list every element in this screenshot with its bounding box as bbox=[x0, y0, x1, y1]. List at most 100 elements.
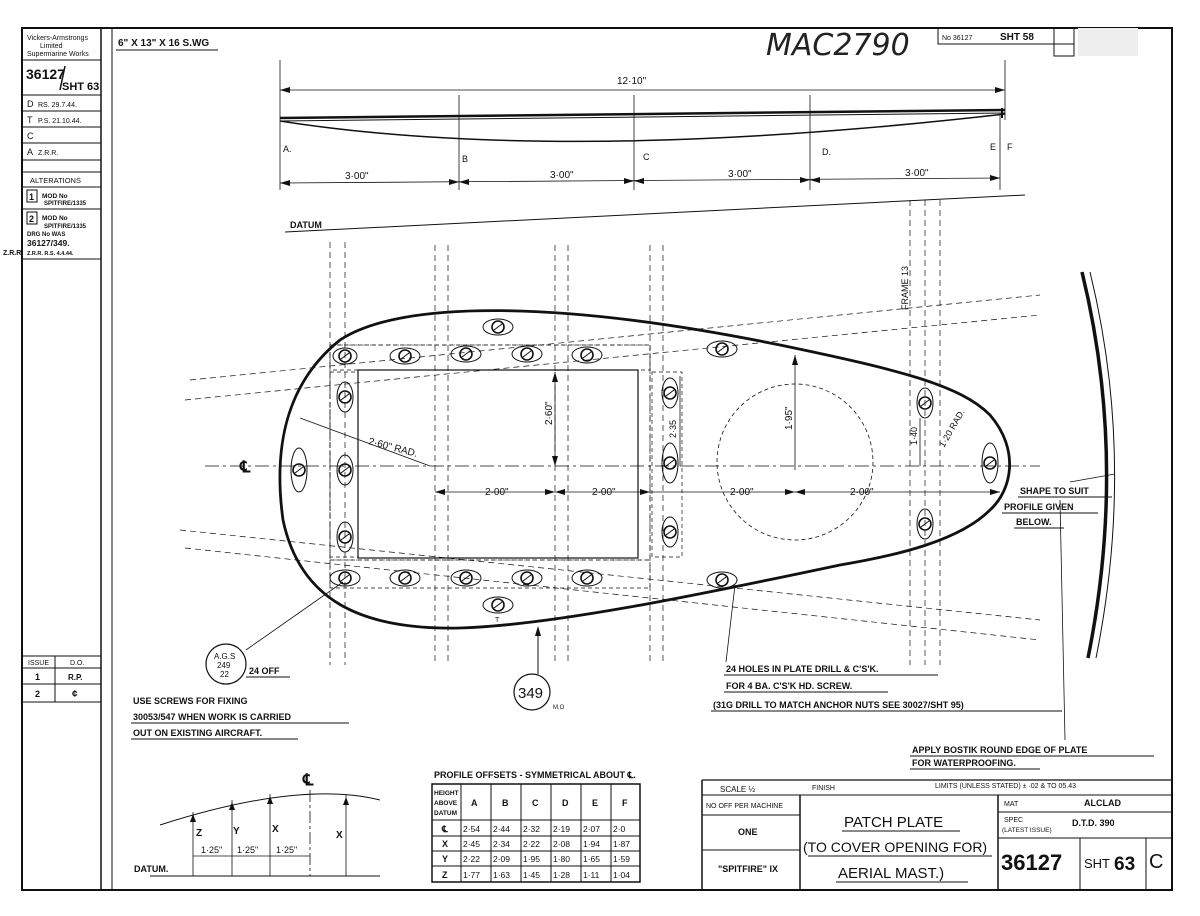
dim-rad-large: 2·60" RAD. bbox=[367, 436, 418, 460]
section-centerline-mark: ℄ bbox=[302, 772, 314, 789]
spacing-ab: 3·00" bbox=[345, 171, 369, 182]
tb-aircraft: "SPITFIRE" IX bbox=[718, 864, 778, 874]
tb-finish: FINISH bbox=[812, 785, 835, 792]
offsets-cell: 1·63 bbox=[493, 870, 510, 880]
section-datum: DATUM. bbox=[134, 864, 168, 874]
offsets-col-c: C bbox=[532, 798, 539, 808]
tb-spec: D.T.D. 390 bbox=[1072, 818, 1115, 828]
section-dim-1: 1·25" bbox=[201, 845, 222, 855]
offsets-cell: 1·95 bbox=[523, 854, 540, 864]
offsets-cell: 1·59 bbox=[613, 854, 630, 864]
offsets-cell: 2·45 bbox=[463, 839, 480, 849]
offsets-cell: 2·07 bbox=[583, 824, 600, 834]
dim-w1: 2·00" bbox=[485, 487, 509, 498]
spacing-bc: 3·00" bbox=[550, 170, 574, 181]
station-c: C bbox=[643, 152, 650, 162]
offsets-table: PROFILE OFFSETS - SYMMETRICAL ABOUT ℄. H… bbox=[431, 770, 641, 883]
company-line-2: Limited bbox=[40, 43, 63, 50]
alterations-title: ALTERATIONS bbox=[30, 176, 81, 185]
offsets-col-a: A bbox=[471, 798, 478, 808]
plan-view: DATUM FRAME 13 ℄ bbox=[179, 194, 1041, 711]
dim-h2: 2·35 bbox=[668, 420, 678, 438]
note-holes-1: 24 HOLES IN PLATE DRILL & C'S'K. bbox=[726, 664, 878, 674]
alteration-1-line-1: MOD No bbox=[42, 193, 68, 200]
alteration-2-line-1: MOD No bbox=[42, 215, 68, 222]
alteration-2-line-2: SPITFIRE/1335 bbox=[44, 224, 87, 230]
alteration-1-line-2: SPITFIRE/1335 bbox=[44, 201, 87, 207]
part-349-number: 349 bbox=[518, 685, 543, 702]
note-shape-2: PROFILE GIVEN bbox=[1004, 502, 1074, 512]
note-holes-3: (31G DRILL TO MATCH ANCHOR NUTS SEE 3002… bbox=[713, 700, 964, 710]
alteration-1-num: 1 bbox=[29, 192, 34, 202]
offsets-row-label: X bbox=[442, 839, 448, 849]
note-bostik-1: APPLY BOSTIK ROUND EDGE OF PLATE bbox=[912, 745, 1087, 755]
title-block: SCALE ½ FINISH LIMITS (UNLESS STATED) ± … bbox=[701, 779, 1172, 890]
sidebar-row-a-value: Z.R.R. bbox=[38, 150, 58, 157]
margin-initials: Z.R.R bbox=[3, 250, 21, 257]
dim-rad-small: 1·20 RAD. bbox=[937, 408, 967, 449]
offsets-col-d: D bbox=[562, 798, 569, 808]
offsets-cell: 2·44 bbox=[493, 824, 510, 834]
section-label-z: Z bbox=[196, 828, 202, 839]
sidebar: Vickers-Armstrongs Limited Supermarine W… bbox=[3, 35, 101, 703]
dim-w2: 2·00" bbox=[592, 487, 616, 498]
issue-row-2-by: ¢ bbox=[72, 689, 78, 700]
ags-line-2: 249 bbox=[217, 661, 231, 670]
sidebar-drawing-no: 36127 bbox=[26, 66, 65, 82]
tb-scale: SCALE ½ bbox=[720, 785, 755, 794]
company-line-1: Vickers-Armstrongs bbox=[27, 35, 88, 42]
dim-h4: 1·40 bbox=[909, 427, 919, 445]
offsets-cell: 2·19 bbox=[553, 824, 570, 834]
tb-sheet-label: SHT bbox=[1084, 856, 1110, 871]
issue-row-1-by: R.P. bbox=[68, 673, 83, 682]
offsets-col-b: B bbox=[502, 798, 509, 808]
offsets-corner-3: DATUM bbox=[434, 810, 457, 817]
sidebar-row-a-label: A bbox=[27, 147, 33, 157]
tb-mat: ALCLAD bbox=[1084, 798, 1121, 808]
offsets-col-e: E bbox=[592, 798, 598, 808]
issue-header-2: D.O. bbox=[70, 660, 84, 667]
company-line-3: Supermarine Works bbox=[27, 51, 89, 58]
top-ref-prefix: No 36127 bbox=[942, 35, 972, 42]
offsets-cell: 2·0 bbox=[613, 824, 626, 834]
offsets-cell: 2·34 bbox=[493, 839, 510, 849]
tb-no-off-label: NO OFF PER MACHINE bbox=[706, 803, 783, 810]
top-ref-sheet: SHT 58 bbox=[1000, 32, 1034, 43]
dim-h1: 2·60" bbox=[544, 401, 555, 425]
spacing-cd: 3·00" bbox=[728, 169, 752, 180]
offsets-title: PROFILE OFFSETS - SYMMETRICAL ABOUT ℄. bbox=[434, 770, 636, 780]
handwritten-ref: MAC2790 bbox=[766, 28, 910, 63]
offsets-cell: 1·65 bbox=[583, 854, 600, 864]
dim-w4: 2·00" bbox=[850, 487, 874, 498]
ags-line-3: 22 bbox=[220, 670, 229, 679]
note-screws-1: USE SCREWS FOR FIXING bbox=[133, 696, 248, 706]
tb-mat-label: MAT bbox=[1004, 801, 1019, 808]
offsets-cell: 1·28 bbox=[553, 870, 570, 880]
section-view: ℄ Z Y X X 1·25" 1·25" 1·25" DATUM. bbox=[134, 772, 381, 877]
screw-holes bbox=[290, 318, 999, 614]
station-f: F bbox=[1007, 142, 1013, 152]
sidebar-row-c-label: C bbox=[27, 131, 34, 141]
dim-h3: 1·95" bbox=[784, 406, 795, 430]
offsets-cell: 1·04 bbox=[613, 870, 630, 880]
patch-plate-outline bbox=[278, 309, 1012, 630]
plan-centerline-mark: ℄ bbox=[239, 459, 251, 476]
note-bostik-2: FOR WATERPROOFING. bbox=[912, 758, 1016, 768]
profile-overall-length: 12·10" bbox=[617, 76, 647, 87]
notes: SHAPE TO SUIT PROFILE GIVEN BELOW. 24 HO… bbox=[131, 473, 1154, 770]
offsets-cell: 2·32 bbox=[523, 824, 540, 834]
ags-line-1: A.G.S bbox=[214, 652, 235, 661]
offsets-corner-2: ABOVE bbox=[434, 800, 458, 807]
offsets-row-label: Y bbox=[442, 854, 448, 864]
tb-sheet: 63 bbox=[1114, 854, 1135, 875]
spacing-de: 3·00" bbox=[905, 168, 929, 179]
note-screws-2: 30053/547 WHEN WORK IS CARRIED bbox=[133, 712, 292, 722]
material-line: 6" X 13" X 16 S.WG bbox=[118, 38, 209, 49]
issue-header-1: ISSUE bbox=[28, 660, 49, 667]
alteration-2-line-5: Z.R.R. R.S. 4.4.44. bbox=[27, 251, 74, 257]
station-d: D. bbox=[822, 147, 831, 157]
tb-title-1: PATCH PLATE bbox=[844, 814, 943, 831]
sidebar-row-t-value: P.S. 21.10.44. bbox=[38, 118, 82, 125]
sidebar-row-t-label: T bbox=[27, 115, 33, 125]
